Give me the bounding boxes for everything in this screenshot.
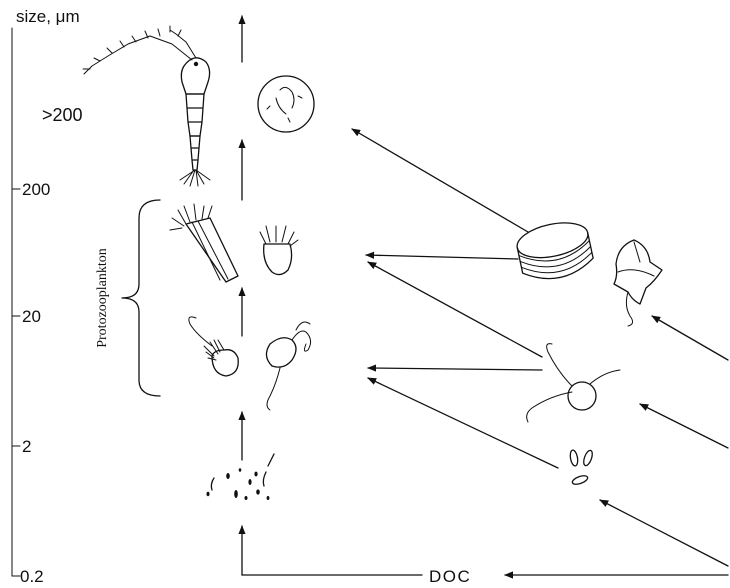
tintinnid-ciliate-icon bbox=[170, 204, 238, 282]
grazing-arrows bbox=[352, 129, 728, 566]
tick-label-20: 20 bbox=[22, 307, 41, 326]
arrow-flagellate-to-ciliate bbox=[368, 262, 542, 357]
arrow-offpage-2 bbox=[640, 404, 728, 448]
lorica-lines bbox=[192, 221, 228, 280]
bracket-label: Protozooplankton bbox=[95, 248, 110, 348]
protozooplankton-bracket: Protozooplankton bbox=[95, 200, 160, 396]
arrow-flagellate-to-heteroflagellate bbox=[368, 368, 542, 370]
copepod-icon bbox=[83, 26, 210, 186]
bacterium-rod-2 bbox=[263, 472, 266, 486]
bacterium-rod-1 bbox=[268, 454, 274, 466]
flagellate-body bbox=[266, 338, 296, 367]
choano-flagellum bbox=[189, 317, 212, 346]
flagellum-long bbox=[267, 368, 280, 410]
dinoflagellate-cyst-icon bbox=[258, 76, 314, 132]
cyst-marks bbox=[267, 87, 302, 122]
bacterium-2 bbox=[234, 490, 238, 498]
flagellated-phytoplankton-icon bbox=[527, 344, 620, 422]
bacteria-icon bbox=[207, 454, 275, 500]
flagellum-tip bbox=[296, 322, 310, 330]
centric-diatom-icon bbox=[514, 217, 596, 285]
antenna-left bbox=[84, 36, 192, 74]
bacterium-6 bbox=[256, 489, 260, 494]
choanoflagellate-icon bbox=[189, 317, 238, 376]
tick-label-2: 2 bbox=[22, 437, 31, 456]
choano-cell bbox=[212, 350, 238, 376]
doc-label: DOC bbox=[429, 567, 471, 586]
doc-pathway: DOC bbox=[242, 567, 728, 586]
thorax bbox=[186, 94, 204, 136]
theca bbox=[614, 240, 662, 304]
dinoflagellate-icon bbox=[614, 240, 662, 326]
arrow-pico-to-heteroflagellate bbox=[368, 378, 558, 468]
bacterium-5 bbox=[245, 496, 248, 500]
pico-cell-3 bbox=[571, 474, 588, 486]
arrow-diatom-to-mesozooplankton bbox=[352, 129, 528, 232]
arrow-offpage-3 bbox=[600, 500, 728, 566]
axis-title: size, μm bbox=[16, 7, 80, 26]
pico-cell-1 bbox=[569, 450, 579, 467]
ciliate-icon bbox=[260, 226, 298, 275]
arrow-diatom-to-ciliate bbox=[366, 255, 518, 259]
abdomen bbox=[190, 136, 200, 170]
heterotrophic-flagellate-icon bbox=[266, 322, 310, 410]
cilia-crown bbox=[170, 204, 212, 230]
flagellum-short bbox=[292, 331, 311, 351]
lorica bbox=[186, 218, 238, 282]
tick-label-gt200: >200 bbox=[42, 105, 83, 125]
arrow-offpage-1 bbox=[652, 316, 728, 360]
pico-cell-2 bbox=[582, 449, 594, 466]
bacterium-1 bbox=[226, 473, 230, 479]
tick-label-0-2: 0.2 bbox=[20, 567, 44, 586]
girdle-bands bbox=[519, 241, 594, 279]
curly-brace bbox=[122, 200, 160, 396]
size-axis: size, μm >200 200 20 2 0.2 bbox=[12, 7, 83, 586]
bacterium-3 bbox=[248, 479, 251, 485]
flagellum-1 bbox=[547, 344, 572, 386]
flagellum-2 bbox=[527, 392, 572, 422]
picophytoplankton-icon bbox=[569, 449, 594, 486]
ciliate-body bbox=[264, 244, 292, 275]
bacterium-7 bbox=[207, 492, 210, 496]
bacterium-9 bbox=[239, 468, 242, 472]
bacterium-4 bbox=[254, 472, 257, 477]
flagellum-3 bbox=[590, 370, 620, 384]
antenna-right bbox=[170, 30, 196, 58]
tick-label-200: 200 bbox=[22, 180, 50, 199]
bacterium-rod-3 bbox=[211, 478, 214, 490]
caudal-setae bbox=[180, 170, 210, 186]
eye bbox=[194, 62, 198, 66]
cyst-wall bbox=[258, 76, 314, 132]
ciliate-cilia bbox=[260, 226, 298, 246]
bacterium-8 bbox=[267, 496, 270, 500]
